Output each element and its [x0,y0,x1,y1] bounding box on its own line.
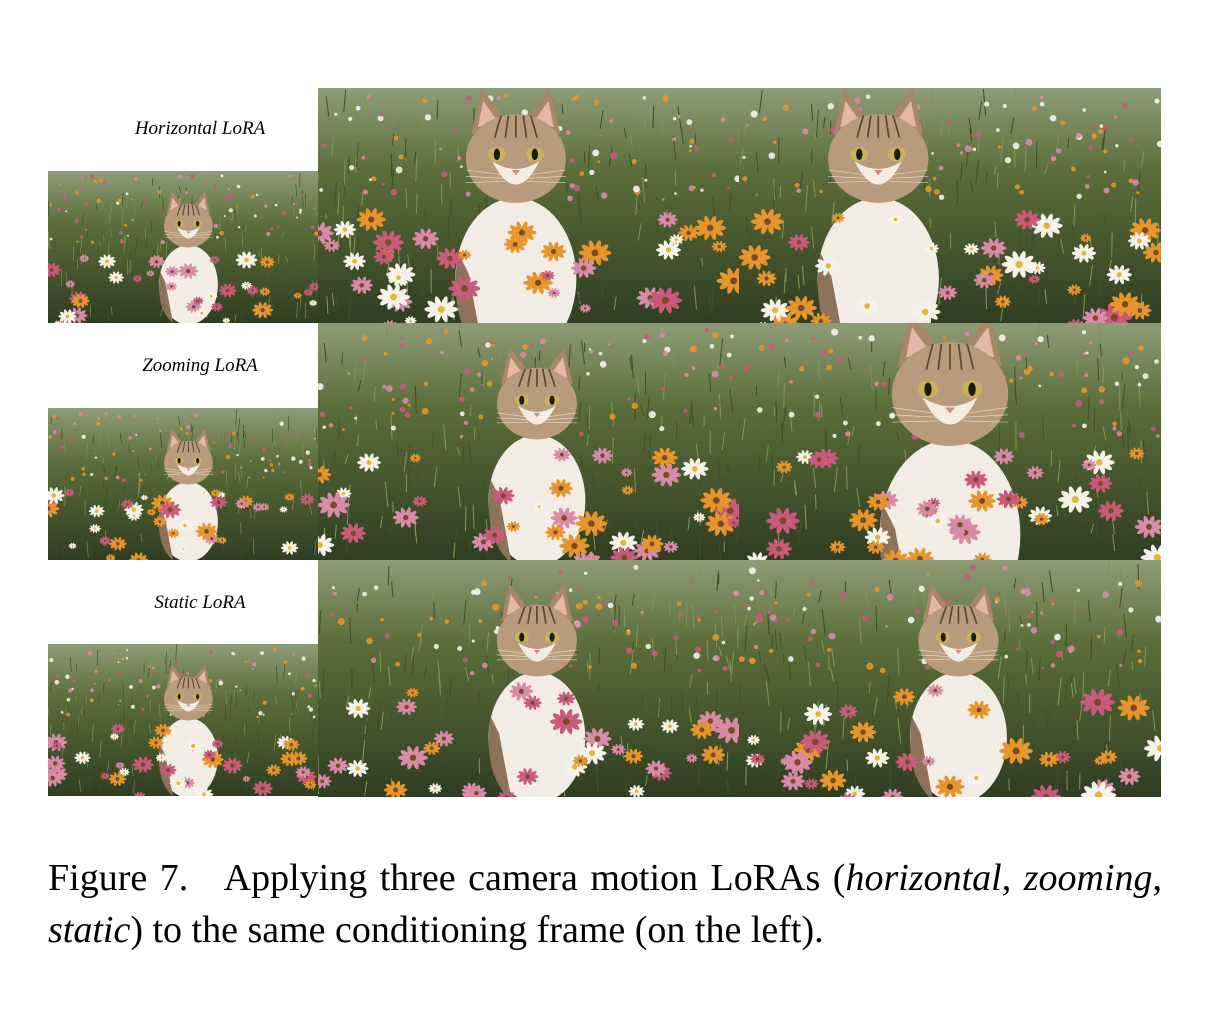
zooming-generated-frame-1 [318,323,739,560]
horizontal-generated-frame-1 [318,88,739,323]
row-label-static: Static LoRA [154,592,246,613]
figure-caption: Figure 7. Applying three camera motion L… [48,857,1163,951]
zooming-generated-frame-2 [739,323,1161,560]
horizontal-generated-frame-2 [739,88,1161,323]
row-label-horizontal: Horizontal LoRA [134,118,266,139]
static-generated-frame-1 [318,560,739,797]
static-generated-frame-2 [739,560,1161,797]
conditioning-frame-zooming [48,408,318,560]
conditioning-frame-static [48,644,318,796]
row-label-zooming: Zooming LoRA [142,355,258,376]
conditioning-frame-horizontal [48,171,318,323]
figure-number: Figure 7. [48,857,189,899]
